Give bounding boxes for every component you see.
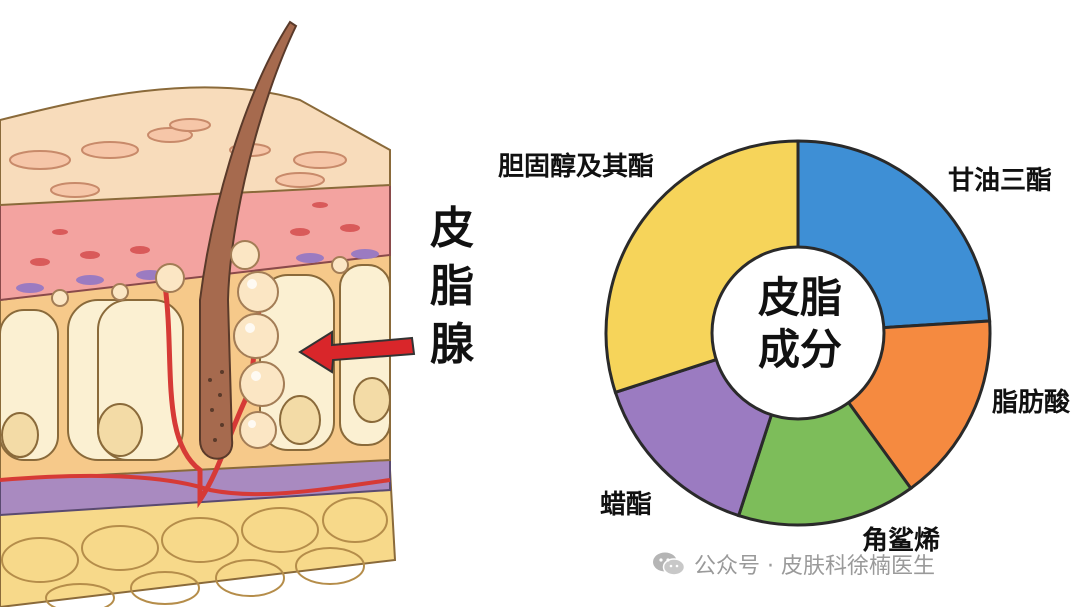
gland-char-1: 皮 [430, 203, 474, 254]
pie-slice-2 [736, 329, 913, 527]
center-label-line-2: 成分 [757, 325, 842, 374]
gland-char-3: 腺 [430, 319, 474, 370]
surface-cells [9, 118, 347, 198]
hair-shaft [199, 20, 298, 460]
slice-label-squalene: 角鲨烯 [862, 526, 941, 556]
pie-center-hole [710, 245, 886, 421]
gland-highlights [245, 279, 261, 428]
wechat-icon [653, 552, 686, 576]
fat-cells [1, 497, 388, 607]
blood-vessel [162, 284, 263, 509]
sebaceous-gland-label: 皮 脂 腺 [420, 200, 484, 374]
arrow-icon [298, 330, 416, 374]
slice-label-fatty-acids: 脂肪酸 [992, 388, 1071, 418]
slice-label-triglycerides: 甘油三酯 [948, 166, 1053, 196]
slice-label-cholesterol: 胆固醇及其酯 [498, 152, 655, 182]
sebaceous-gland [51, 240, 349, 449]
cell-nuclei [1, 377, 391, 458]
blood-vessel-lower [0, 473, 391, 497]
watermark: 公众号 · 皮肤科徐楠医生 [652, 548, 935, 580]
watermark-text: 公众号 · 皮肤科徐楠医生 [694, 554, 935, 579]
gland-char-2: 脂 [430, 261, 474, 312]
center-label-line-1: 皮脂 [757, 273, 842, 322]
red-band-dots [30, 202, 360, 266]
slice-label-wax-esters: 蜡酯 [600, 490, 653, 520]
hair-bulb-dots [208, 370, 224, 442]
pie-center-label: 皮脂 成分 [720, 272, 880, 376]
